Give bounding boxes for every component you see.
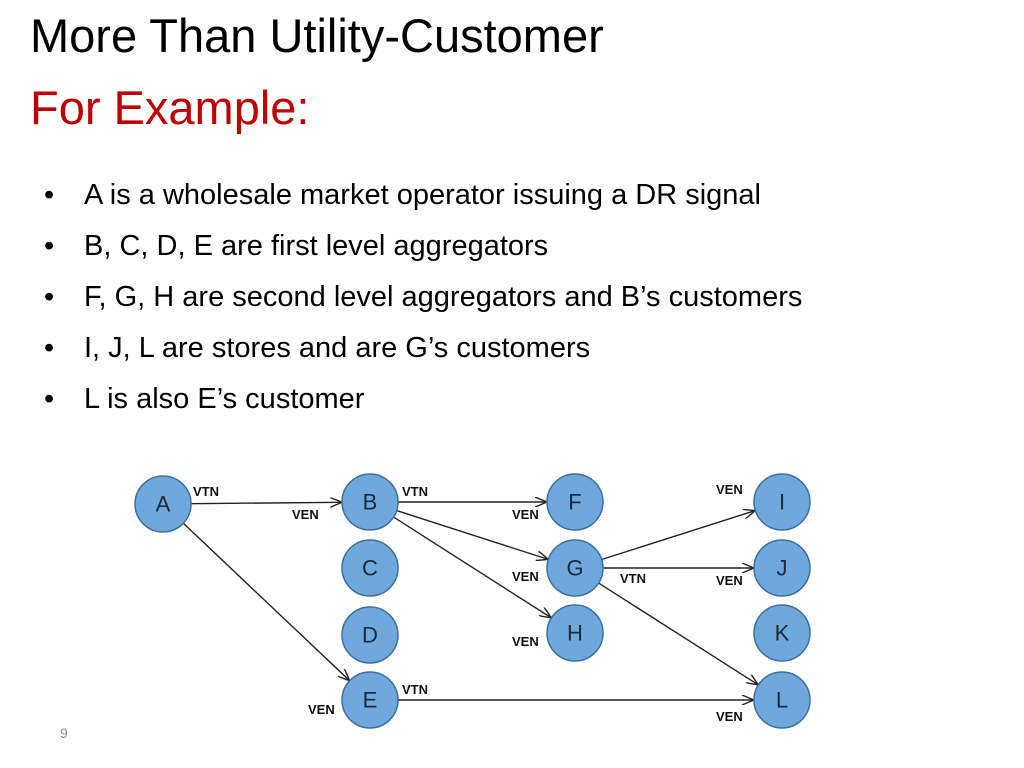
edge-target-label: VEN bbox=[512, 569, 539, 584]
node-e: E bbox=[341, 671, 399, 729]
node-k: K bbox=[753, 604, 811, 662]
node-circle bbox=[341, 473, 399, 531]
edge-target-label: VEN bbox=[716, 573, 743, 588]
node-d: D bbox=[341, 606, 399, 664]
edge-b-g bbox=[396, 509, 548, 560]
slide-title: More Than Utility-Customer bbox=[30, 9, 604, 62]
edge-target-label: VEN bbox=[716, 709, 743, 724]
node-j: J bbox=[753, 539, 811, 597]
edge-g-l bbox=[598, 582, 758, 684]
edge-g-i bbox=[601, 511, 755, 561]
node-circle bbox=[753, 604, 811, 662]
edge-labels-layer: VTN VEN VEN VTN VEN VEN VEN VEN VTN VEN VTN VEN bbox=[193, 482, 743, 724]
node-label: F bbox=[568, 490, 581, 515]
node-h: H bbox=[546, 604, 604, 662]
edge-source-label: VTN bbox=[193, 484, 219, 499]
node-circle bbox=[546, 604, 604, 662]
node-label: I bbox=[779, 490, 785, 515]
node-label: G bbox=[566, 556, 583, 581]
node-circle bbox=[341, 539, 399, 597]
edge-a-e bbox=[182, 522, 349, 680]
node-circle bbox=[753, 539, 811, 597]
node-label: B bbox=[363, 490, 378, 515]
page-number: 9 bbox=[60, 725, 68, 741]
edges-layer bbox=[182, 502, 758, 700]
node-label: L bbox=[776, 688, 788, 713]
edge-b-h bbox=[393, 516, 551, 617]
nodes-layer: A B C D E F G H I J K L bbox=[134, 473, 811, 729]
node-label: C bbox=[362, 556, 378, 581]
node-label: K bbox=[775, 621, 790, 646]
node-label: J bbox=[777, 556, 788, 581]
edge-target-label: VEN bbox=[512, 634, 539, 649]
node-c: C bbox=[341, 539, 399, 597]
node-circle bbox=[546, 539, 604, 597]
node-circle bbox=[134, 475, 192, 533]
node-circle bbox=[546, 473, 604, 531]
edge-target-label: VEN bbox=[292, 507, 319, 522]
edge-source-label: VTN bbox=[620, 571, 646, 586]
node-circle bbox=[341, 606, 399, 664]
node-a: A bbox=[134, 475, 192, 533]
node-circle bbox=[753, 473, 811, 531]
node-label: H bbox=[567, 621, 583, 646]
node-label: E bbox=[363, 688, 378, 713]
node-g: G bbox=[546, 539, 604, 597]
bullet-item: B, C, D, E are first level aggregators bbox=[44, 221, 802, 272]
slide-subtitle: For Example: bbox=[30, 81, 310, 134]
node-circle bbox=[753, 671, 811, 729]
edge-source-label: VTN bbox=[402, 484, 428, 499]
node-label: D bbox=[362, 623, 378, 648]
bullet-item: I, J, L are stores and are G’s customers bbox=[44, 323, 802, 374]
node-i: I bbox=[753, 473, 811, 531]
bullet-list: A is a wholesale market operator issuing… bbox=[44, 170, 802, 425]
node-f: F bbox=[546, 473, 604, 531]
bullet-item: F, G, H are second level aggregators and… bbox=[44, 272, 802, 323]
node-circle bbox=[341, 671, 399, 729]
edge-target-label: VEN bbox=[308, 702, 335, 717]
bullet-item: L is also E’s customer bbox=[44, 374, 802, 425]
edge-a-b bbox=[190, 502, 341, 503]
bullet-item: A is a wholesale market operator issuing… bbox=[44, 170, 802, 221]
edge-source-label: VTN bbox=[402, 682, 428, 697]
node-l: L bbox=[753, 671, 811, 729]
edge-target-label: VEN bbox=[512, 507, 539, 522]
edge-target-label: VEN bbox=[716, 482, 743, 497]
node-b: B bbox=[341, 473, 399, 531]
node-label: A bbox=[156, 492, 171, 517]
